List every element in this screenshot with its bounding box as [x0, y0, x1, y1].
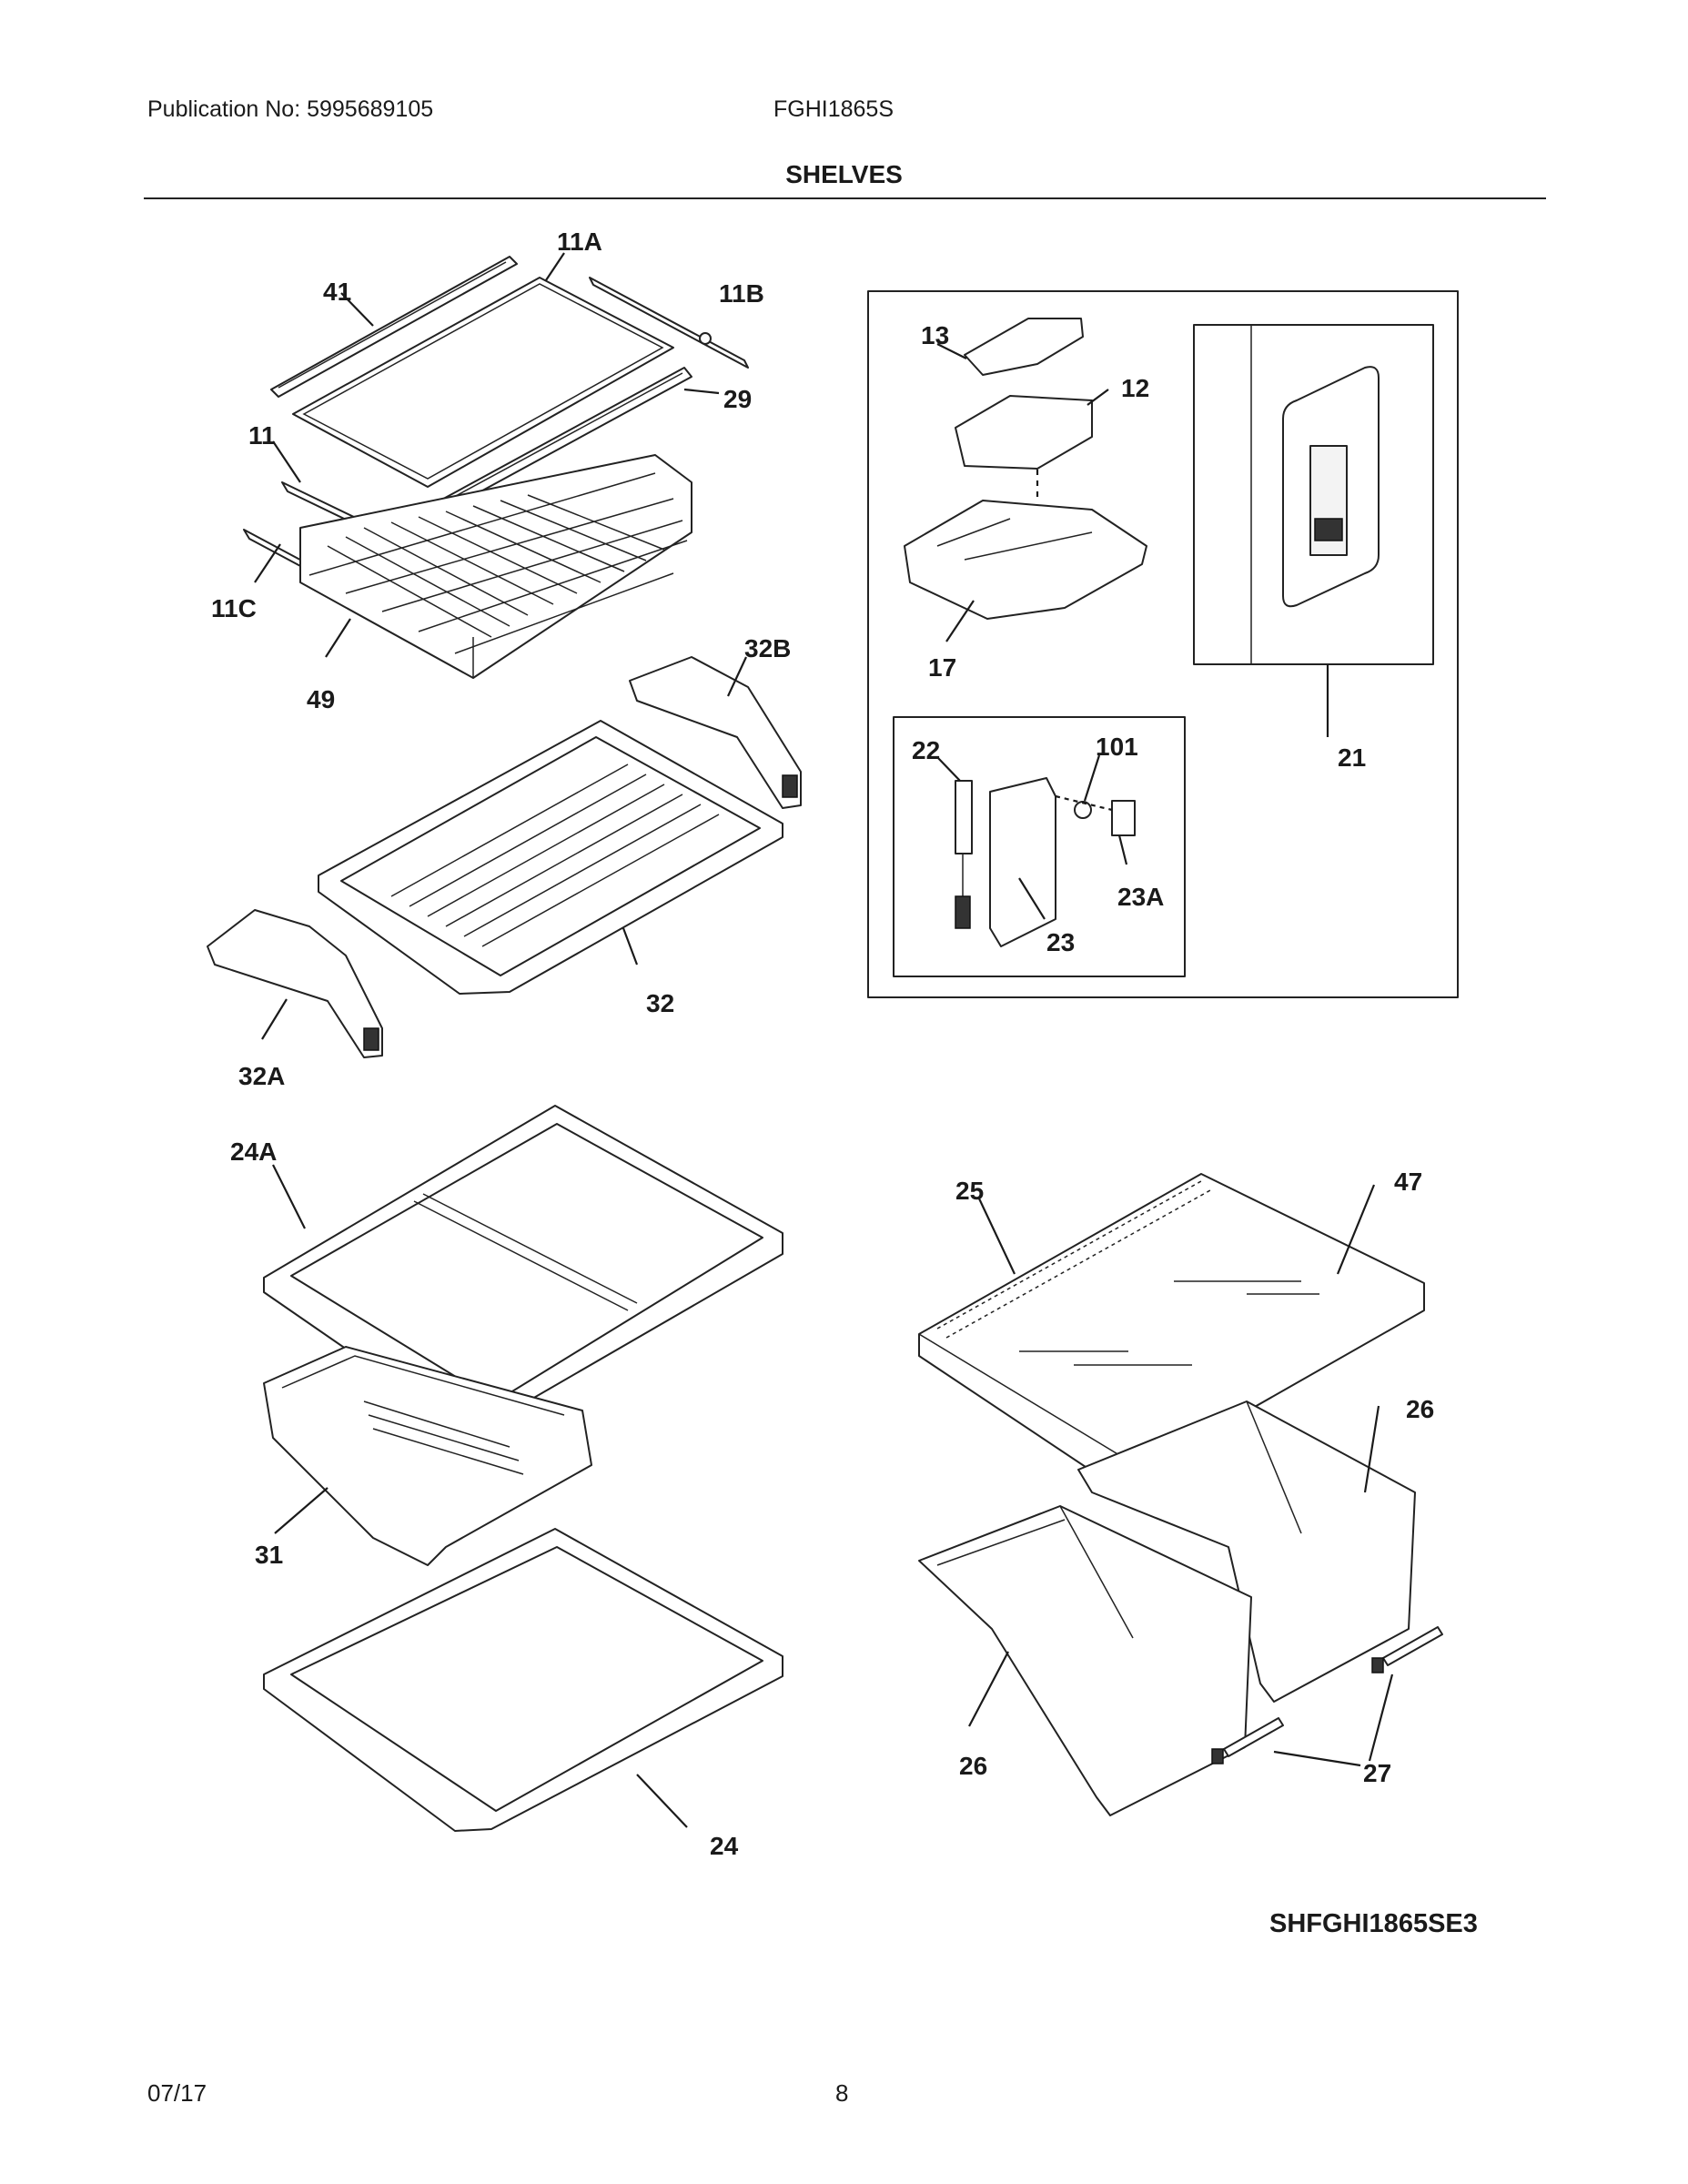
- callout-24A: 24A: [230, 1138, 277, 1166]
- dispenser-inset: [1193, 324, 1434, 665]
- page-title: SHELVES: [785, 160, 903, 188]
- callout-24: 24: [710, 1832, 739, 1860]
- callout-labels: 41 11A 11B 29 11 11C 49 32B 32 32A 13 12…: [211, 228, 1434, 1860]
- callout-12: 12: [1121, 374, 1149, 402]
- callout-32: 32: [646, 989, 674, 1017]
- callout-22: 22: [912, 736, 940, 764]
- shelf-24: [263, 1528, 783, 1832]
- diagram-code: SHFGHI1865SE3: [1269, 1909, 1478, 1938]
- callout-26-left: 26: [959, 1752, 987, 1780]
- callout-11: 11: [248, 421, 276, 450]
- crisper-drawer-31: [263, 1346, 592, 1566]
- callout-101: 101: [1096, 733, 1138, 761]
- footer-date: 07/17: [147, 2079, 207, 2107]
- shelf-47: [918, 1173, 1425, 1484]
- callout-11C: 11C: [211, 594, 257, 622]
- callout-13: 13: [921, 321, 949, 349]
- left-slide: [207, 909, 383, 1058]
- callout-27: 27: [1363, 1759, 1391, 1787]
- callout-29: 29: [723, 385, 752, 413]
- shelf-24A: [263, 1105, 783, 1425]
- crisper-drawer-26-left: [918, 1505, 1252, 1816]
- callout-47: 47: [1394, 1168, 1422, 1196]
- callout-49: 49: [307, 685, 335, 713]
- wire-basket: [299, 454, 692, 679]
- right-slide: [629, 656, 802, 809]
- leader-lines: [254, 252, 1394, 1828]
- callout-25: 25: [955, 1177, 984, 1205]
- callout-32B: 32B: [744, 634, 791, 662]
- page-number: 8: [835, 2079, 849, 2107]
- publication-number: Publication No: 5995689105: [147, 96, 434, 122]
- callout-26-right: 26: [1406, 1395, 1434, 1423]
- model-number: FGHI1865S: [773, 96, 895, 122]
- crisper-drawer-26-right: [1077, 1400, 1416, 1703]
- callout-11B: 11B: [719, 279, 764, 308]
- callout-31: 31: [255, 1541, 283, 1569]
- drawer-pan: [318, 720, 783, 995]
- light-inset: [893, 716, 1186, 977]
- header-divider: [144, 197, 1546, 199]
- callout-17: 17: [928, 653, 956, 682]
- callout-32A: 32A: [238, 1062, 285, 1090]
- drawer-rails-27: [1211, 1626, 1443, 1764]
- callout-21: 21: [1338, 743, 1366, 772]
- callout-23A: 23A: [1117, 883, 1164, 911]
- callout-23: 23: [1046, 928, 1075, 956]
- callout-11A: 11A: [557, 228, 602, 256]
- callout-41: 41: [323, 278, 351, 306]
